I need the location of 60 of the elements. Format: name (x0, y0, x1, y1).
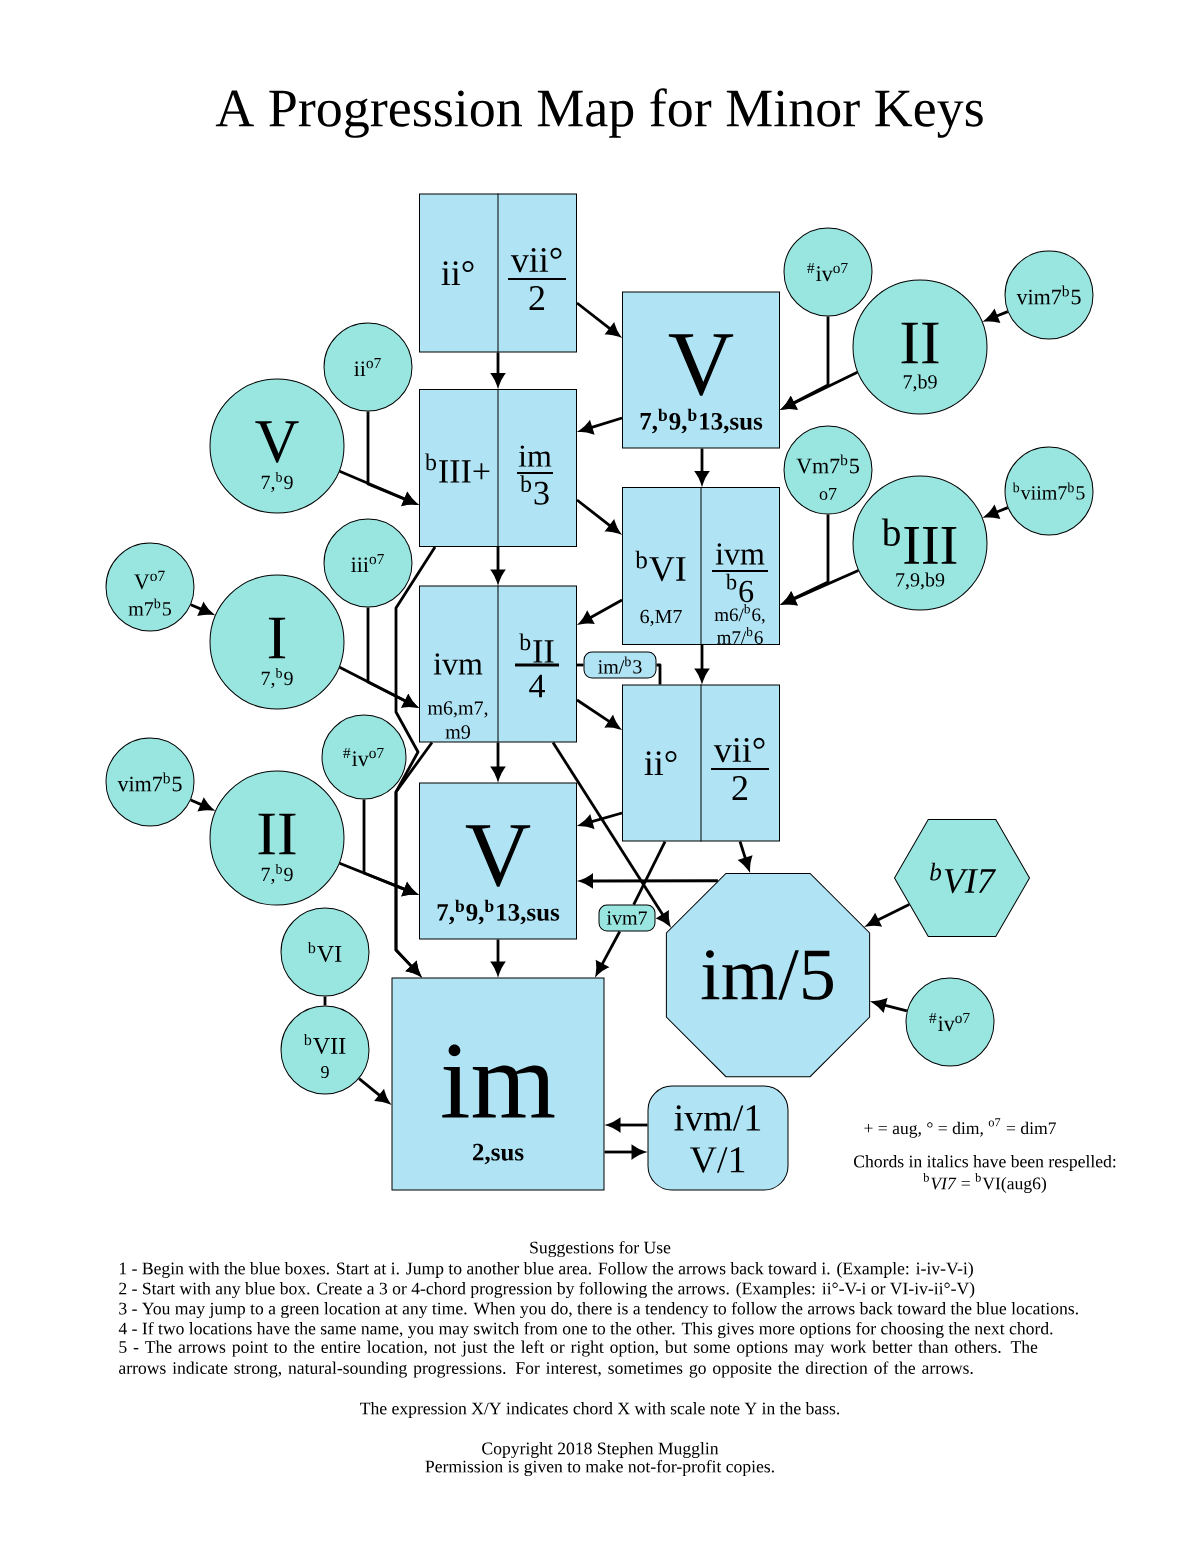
arrow (339, 470, 417, 506)
arrow (738, 841, 752, 871)
chord-box: V 7,$^{b}$9,$^{b}$13,sus (622, 291, 780, 449)
arrow (595, 930, 621, 975)
chord-box: ivm/1 V/1 (647, 1085, 789, 1191)
arrow (579, 598, 623, 625)
arrow (491, 742, 505, 780)
arrow (339, 862, 417, 896)
note-text: $^{b}$VI7 = $^{b}$VI(aug6) (923, 1173, 1046, 1193)
arrow (985, 310, 1009, 323)
note-text: 1 - Begin with the blue boxes. Start at i. Jump to another blue area. Follow the arrows back toward i. (Example: i-iv-V-i) (119, 1262, 973, 1278)
chord-tag: im/$^{b}$3 (583, 651, 657, 679)
chord-tag: ivm7 (598, 904, 656, 932)
arrow (866, 903, 910, 927)
note-text: + = aug, ° = dim, $^{o7}$ = dim7 (864, 1118, 1056, 1138)
arrow (579, 416, 623, 434)
note-text: 3 - You may jump to a green location at any time. When you do, there is a tendency to follow the arrows back toward the blue locations. (119, 1301, 1078, 1319)
arrow (607, 1118, 648, 1132)
arrow (551, 741, 670, 926)
chord-box: ii° vii° 2 (419, 193, 577, 353)
arrow (782, 569, 859, 606)
arrow (491, 939, 505, 975)
connector-line (656, 663, 662, 685)
note-text: Chords in italics have been respelled: (854, 1155, 1116, 1171)
note-text: 5 - The arrows point to the entire location, not just the left or right option, but some options may work better than others. The arrows indicate strong, natural-sounding progressions. For interest, sometimes go opposite the direction of the arrows. (119, 1340, 1038, 1378)
arrow (695, 645, 709, 682)
arrow (190, 603, 213, 616)
arrow (576, 698, 620, 729)
arrow (604, 1145, 645, 1159)
note-text: The expression X/Y indicates chord X with scale note Y in the bass. (360, 1402, 840, 1418)
arrow (579, 811, 623, 829)
arrow (580, 874, 718, 888)
arrow (782, 371, 859, 410)
note-text: 2 - Start with any blue box. Create a 3 or 4-chord progression by following the arrows. (Examples: ii°-V-i or VI-iv-ii°-V) (119, 1281, 975, 1299)
arrow (190, 798, 213, 811)
chord-box: $^{b}$III+ im $^{b}$3 (419, 388, 577, 548)
heading: Suggestions for Use (530, 1240, 671, 1258)
arrow (985, 506, 1009, 519)
arrow (491, 352, 505, 386)
chord-box: ivm m6,m7, m9 $^{b}$II 4 (419, 585, 577, 743)
arrow (576, 498, 620, 534)
connector-line (632, 840, 667, 906)
chord-hexagon: $^{b}$VI7 (894, 819, 1030, 937)
note-text: Copyright 2018 Stephen Mugglin (482, 1442, 719, 1458)
chord-octagon: im/5 (665, 872, 871, 1078)
arrow (491, 547, 505, 583)
note-text: 4 - If two locations have the same name, you may switch from one to the other. This gives more options for choosing the next chord. (118, 1321, 1053, 1339)
chord-box: $^{b}$VI 6,M7 ivm $^{b}$6 m6/$^{b}$6, m7/$^{b}$6 (622, 486, 780, 646)
chord-box: im 2,sus (391, 977, 605, 1191)
arrow (576, 301, 620, 337)
arrow (695, 448, 709, 484)
connector-line (323, 996, 327, 1006)
note-text: Permission is given to make not-for-profit copies. (425, 1459, 774, 1477)
connector-line (577, 663, 584, 667)
arrow (358, 1077, 390, 1104)
title: A Progression Map for Minor Keys (215, 88, 983, 138)
arrow (338, 666, 417, 708)
chord-box: V 7,$^{b}$9,$^{b}$13,sus (419, 782, 577, 940)
arrow (394, 741, 434, 976)
chord-box: ii° vii° 2 (622, 684, 780, 842)
